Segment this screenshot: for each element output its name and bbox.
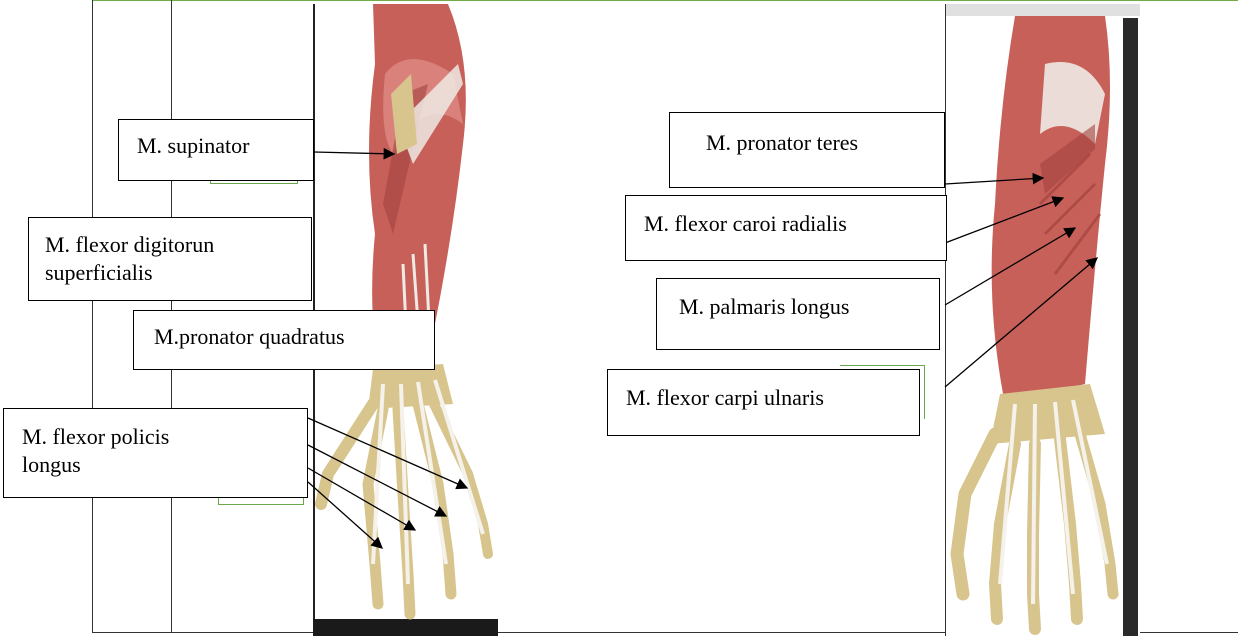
- label-fpl-line1: M. flexor policis: [22, 423, 307, 451]
- table-border-left: [92, 0, 93, 632]
- label-fds-line1: M. flexor digitorun: [45, 231, 311, 259]
- label-flexor-pollicis-longus: M. flexor policis longus: [3, 408, 308, 498]
- label-flexor-carpi-radialis: M. flexor caroi radialis: [625, 195, 947, 261]
- top-rule: [92, 0, 1238, 1]
- label-fpl-line2: longus: [22, 451, 307, 479]
- forearm-illustration-anterior: [945, 4, 1140, 636]
- label-pronator-teres: M. pronator teres: [669, 112, 945, 188]
- label-pronator-quadratus: M.pronator quadratus: [133, 310, 435, 370]
- label-pronator-quadratus-text: M.pronator quadratus: [154, 323, 434, 351]
- label-supinator: M. supinator: [118, 119, 314, 181]
- label-flexor-carpi-ulnaris: M. flexor carpi ulnaris: [607, 369, 920, 436]
- label-flexor-digitorum-superficialis: M. flexor digitorun superficialis: [28, 217, 312, 301]
- label-pronator-teres-text: M. pronator teres: [706, 129, 944, 157]
- label-fds-line2: superficialis: [45, 259, 311, 287]
- label-fcr-text: M. flexor caroi radialis: [644, 210, 946, 238]
- label-palmaris-longus: M. palmaris longus: [656, 278, 940, 350]
- label-palmaris-longus-text: M. palmaris longus: [679, 293, 939, 321]
- label-supinator-text: M. supinator: [137, 132, 313, 160]
- label-fcu-text: M. flexor carpi ulnaris: [626, 384, 919, 412]
